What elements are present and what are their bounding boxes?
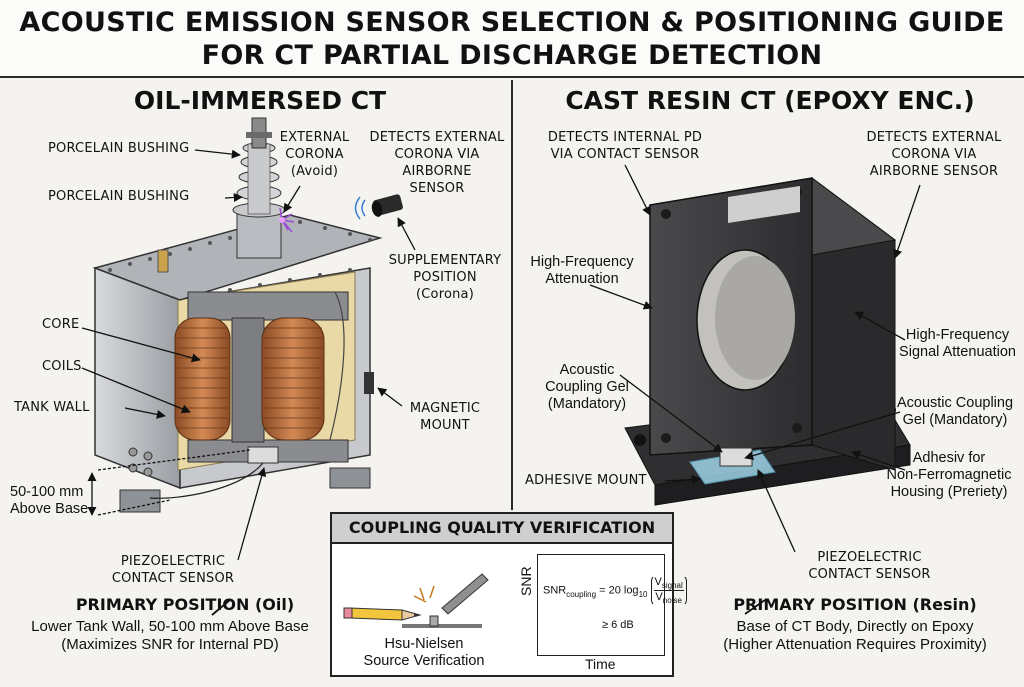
left-panel-heading: OIL-IMMERSED CT (133, 86, 387, 115)
formula-den-sub: noise (662, 596, 682, 606)
time-axis-label: Time (585, 656, 616, 672)
formula-mid: = 20 log (596, 584, 639, 597)
right-coil (261, 317, 325, 441)
label-distance-above-base: 50-100 mm Above Base (10, 484, 89, 517)
label-detects-internal-pd: DETECTS INTERNAL PD VIA CONTACT SENSOR (547, 130, 703, 162)
corona-spark (279, 207, 295, 233)
formula-lhs-sub: coupling (566, 589, 597, 599)
formula-num: V (654, 576, 662, 588)
oil-ct-illustration (92, 117, 403, 513)
snr-threshold: ≥ 6 dB (602, 619, 634, 631)
oil-primary-position-desc: Lower Tank Wall, 50-100 mm Above Base (M… (31, 618, 309, 653)
hsu-nielsen-illustration (343, 573, 489, 628)
oil-primary-position-title: PRIMARY POSITION (Oil) (75, 595, 295, 614)
page-title-line-1: ACOUSTIC EMISSION SENSOR SELECTION & POS… (19, 7, 1005, 38)
resin-primary-position-desc: Base of CT Body, Directly on Epoxy (High… (723, 618, 987, 653)
label-hf-attenuation: High-Frequency Attenuation (530, 254, 634, 287)
formula-log-sub: 10 (638, 589, 648, 599)
label-coupling-gel-right: Acoustic Coupling Gel (Mandatory) (896, 395, 1014, 428)
panel-divider (511, 80, 513, 510)
airborne-sensor-oil (354, 194, 403, 220)
label-hf-signal-attenuation: High-Frequency Signal Attenuation (899, 327, 1016, 360)
label-oil-piezo: PIEZOELECTRIC CONTACT SENSOR (111, 554, 235, 586)
label-supplementary-position: SUPPLEMENTARY POSITION (Corona) (388, 253, 502, 302)
formula-den: V (655, 591, 663, 604)
label-porcelain-bushing-top: PORCELAIN BUSHING (48, 141, 190, 156)
page-title-line-2: FOR CT PARTIAL DISCHARGE DETECTION (201, 40, 823, 71)
label-magnetic-mount: MAGNETIC MOUNT (409, 401, 481, 433)
label-coupling-gel-left: Acoustic Coupling Gel (Mandatory) (545, 362, 629, 412)
verification-title: COUPLING QUALITY VERIFICATION (332, 514, 672, 544)
label-resin-piezo: PIEZOELECTRIC CONTACT SENSOR (808, 550, 931, 582)
label-external-corona: EXTERNAL CORONA (Avoid) (279, 130, 350, 179)
snr-plot: SNRcoupling = 20 log10 Vsignal Vnoise ≥ … (537, 554, 687, 656)
label-adhesiv-for: Adhesiv for Non-Ferromagnetic Housing (P… (886, 450, 1012, 500)
pencil-icon (343, 607, 422, 621)
label-porcelain-bushing-mid: PORCELAIN BUSHING (48, 189, 190, 204)
formula-fraction: Vsignal Vnoise (650, 575, 687, 607)
core-top (187, 291, 349, 321)
left-coil (174, 317, 231, 441)
label-tank-wall: TANK WALL (14, 400, 90, 415)
label-detects-external-resin: DETECTS EXTERNAL CORONA VIA AIRBORNE SEN… (866, 130, 1002, 179)
resin-ct-illustration (624, 177, 911, 506)
formula-lhs: SNR (543, 584, 567, 597)
label-core: CORE (42, 317, 80, 332)
right-panel-heading: CAST RESIN CT (EPOXY ENC.) (565, 86, 975, 115)
formula-num-sub: signal (661, 581, 683, 591)
coupling-verification-box: COUPLING QUALITY VERIFICATION Hsu-Nielse… (330, 512, 687, 677)
label-adhesive-mount: ADHESIVE MOUNT (525, 473, 647, 488)
resin-primary-position-title: PRIMARY POSITION (Resin) (733, 595, 977, 614)
snr-axis-label: SNR (518, 566, 534, 596)
title-bar: ACOUSTIC EMISSION SENSOR SELECTION & POS… (0, 0, 1024, 78)
label-detects-external-oil: DETECTS EXTERNAL CORONA VIA AIRBORNE SEN… (369, 130, 505, 196)
hsu-nielsen-label: Hsu-Nielsen Source Verification (363, 636, 485, 669)
label-coils: COILS (42, 359, 82, 374)
snr-formula: SNRcoupling = 20 log10 Vsignal Vnoise (543, 575, 687, 607)
oil-piezo-sensor (247, 446, 279, 464)
